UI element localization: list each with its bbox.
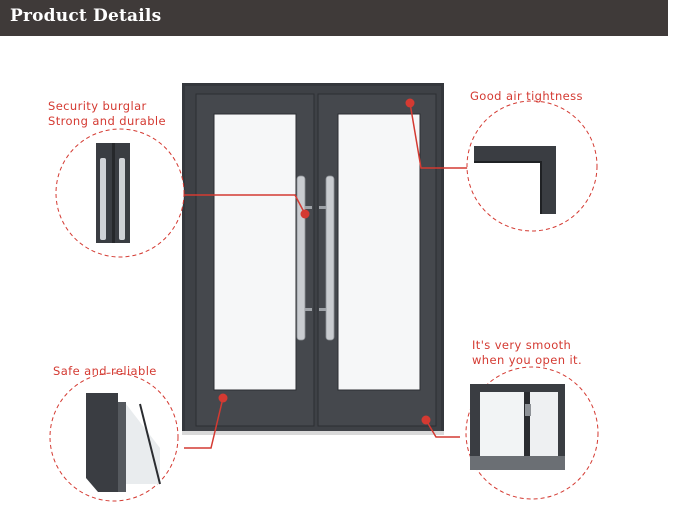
callout-security-line1: Security burglar: [48, 99, 147, 113]
handle-detail-icon: [55, 128, 185, 258]
callout-smooth: It's very smooth when you open it.: [472, 338, 582, 368]
callout-airtight: Good air tightness: [470, 89, 583, 103]
corner-seal-detail-icon: [466, 100, 598, 232]
frame-section-detail-icon: [49, 372, 179, 502]
page-header: Product Details: [0, 0, 668, 36]
door-illustration: [182, 83, 444, 435]
callout-smooth-line1: It's very smooth: [472, 338, 572, 352]
callout-security-line2: Strong and durable: [48, 114, 166, 128]
callout-markers: [218, 98, 431, 425]
callout-connectors: [184, 102, 468, 449]
callout-safe: Safe and reliable: [53, 364, 157, 378]
page-title: Product Details: [10, 6, 162, 26]
callout-security: Security burglar Strong and durable: [48, 99, 166, 129]
hinge-detail-icon: [465, 366, 599, 500]
callout-smooth-line2: when you open it.: [472, 353, 583, 367]
